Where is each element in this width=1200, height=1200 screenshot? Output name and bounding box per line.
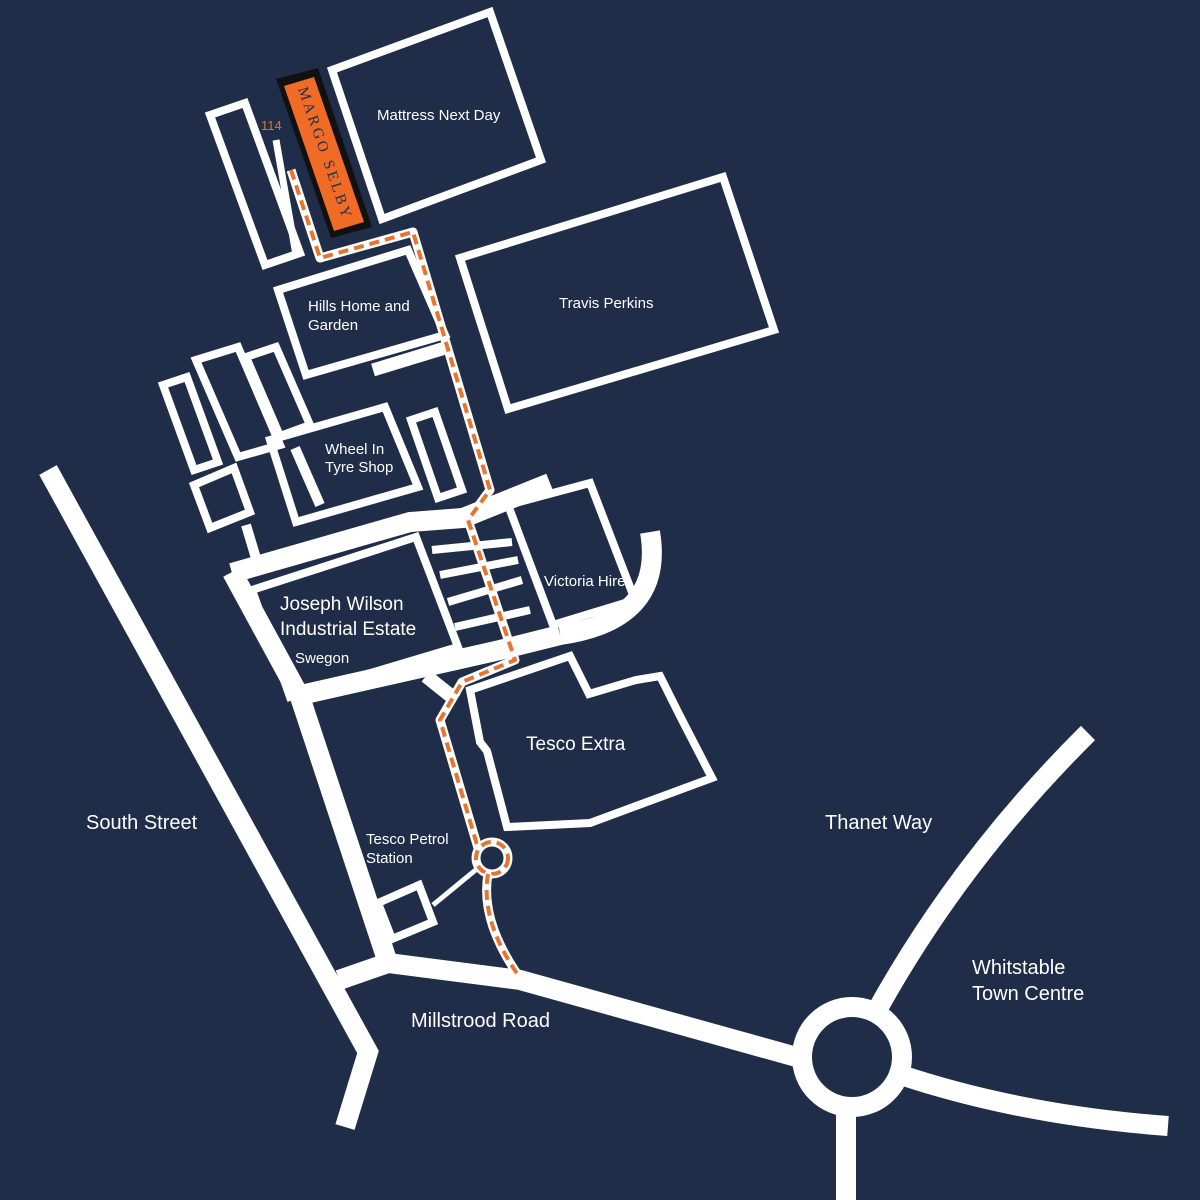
- estate-road-top: [229, 473, 554, 583]
- tesco-extra-label: Tesco Extra: [526, 734, 626, 755]
- tesco-petrol-station-kiosk: [372, 879, 439, 945]
- wheel-in-tyre-shop-building: [264, 402, 424, 527]
- whitstable-label-line1: Whitstable: [972, 957, 1065, 979]
- estate-roads: [229, 139, 662, 907]
- unit-row-a: [157, 371, 224, 476]
- mattress-next-day-label: Mattress Next Day: [377, 107, 501, 124]
- route-entry-path: [484, 873, 520, 977]
- victoria-hire-label: Victoria Hire: [544, 573, 625, 590]
- wheel-in-label-line1: Wheel In: [325, 441, 384, 458]
- route-roundabout: [474, 840, 510, 876]
- walkway-bar: [272, 139, 300, 256]
- estate-link-road: [241, 523, 263, 567]
- south-street-label: South Street: [86, 812, 198, 834]
- travis-perkins-label: Travis Perkins: [559, 295, 653, 312]
- unit-number-label: 114: [261, 118, 282, 133]
- travis-perkins-building: [454, 172, 780, 414]
- map-labels: Mattress Next Day Travis Perkins Hills H…: [86, 107, 1084, 1032]
- mattress-next-day-building: [326, 6, 547, 225]
- main-roads: [39, 465, 1169, 1200]
- estate-label-line2: Industrial Estate: [280, 619, 416, 640]
- parking-bay: [446, 576, 524, 606]
- unit-right-of-tyre-shop: [405, 406, 468, 504]
- tesco-petrol-label-line2: Station: [366, 850, 413, 867]
- millstrood-road-label: Millstrood Road: [411, 1010, 550, 1032]
- margo-selby-highlight: [284, 77, 364, 231]
- main-roundabout: [792, 997, 912, 1117]
- tesco-petrol-label-line1: Tesco Petrol: [366, 831, 449, 848]
- route-to-unit: [286, 168, 522, 978]
- unit-row-b: [190, 342, 286, 462]
- tesco-extra-building: [465, 651, 718, 832]
- hills-lane-bar: [371, 341, 447, 377]
- whitstable-label-line2: Town Centre: [972, 983, 1084, 1005]
- hills-home-label-line2: Garden: [308, 317, 358, 334]
- joseph-wilson-estate-block: [246, 532, 464, 702]
- victoria-hire-building: [502, 478, 641, 630]
- thanet-way-label: Thanet Way: [825, 812, 932, 834]
- small-unit-left: [204, 97, 306, 271]
- buildings: [157, 6, 780, 945]
- swegon-label: Swegon: [295, 650, 349, 667]
- parking-bay: [439, 556, 519, 579]
- unit-divider-bar: [290, 445, 325, 508]
- thanet-way-road: [867, 725, 1096, 1017]
- estate-road-bottom: [289, 625, 563, 707]
- south-street-road: [39, 465, 379, 1130]
- hills-home-label-line1: Hills Home and: [308, 298, 410, 315]
- small-square-unit: [188, 462, 256, 534]
- estate-label-line1: Joseph Wilson: [280, 594, 404, 615]
- petrol-station-road: [431, 866, 480, 907]
- wheel-in-label-line2: Tyre Shop: [325, 459, 393, 476]
- whitstable-road: [894, 1064, 1169, 1136]
- millstrood-road: [335, 952, 803, 1068]
- parking-bay: [454, 606, 531, 631]
- victoria-hire-loop-road: [558, 530, 662, 645]
